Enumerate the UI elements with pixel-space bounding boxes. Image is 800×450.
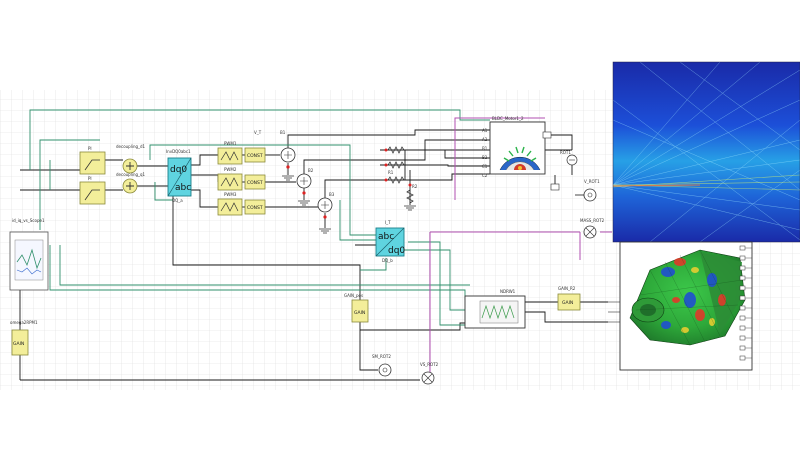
gain-pos-text: GAIN bbox=[354, 310, 365, 316]
voltage-source-3[interactable]: B3 bbox=[317, 192, 335, 219]
inv-park-bottom: abc bbox=[175, 183, 191, 193]
const1-text: CONST bbox=[247, 153, 263, 159]
vs-rot2-label: VS_ROT2 bbox=[420, 362, 439, 367]
resistor-icons[interactable] bbox=[387, 146, 414, 204]
park-top: abc bbox=[378, 232, 394, 242]
fea-port-lines bbox=[608, 301, 620, 323]
decoupling-d-label: decoupling_d1 bbox=[116, 144, 146, 149]
rot1-label: ROT1 bbox=[560, 150, 571, 155]
pwm-block-1[interactable]: PWM1 bbox=[217, 141, 243, 165]
mass-rot2-label: MASS_ROT2 bbox=[580, 218, 605, 223]
b1-label: B1 bbox=[280, 130, 286, 135]
park-sub: DQ_b bbox=[382, 258, 393, 263]
pin-c2: C2 bbox=[482, 173, 488, 178]
omega-label: omega2RPM1 bbox=[10, 320, 38, 325]
const2-text: CONST bbox=[247, 180, 263, 186]
inv-park-transform[interactable]: dq0 abc InvDQ0abc1 DQ_a bbox=[166, 149, 192, 203]
idiq-scope[interactable]: id_iq_vs_Scope1 bbox=[9, 218, 49, 291]
fea-mesh-image[interactable] bbox=[619, 241, 753, 371]
pwm1-label: PWM1 bbox=[224, 141, 237, 146]
node-markers bbox=[384, 148, 412, 187]
pi-controller-q[interactable]: PI bbox=[79, 176, 106, 205]
inv-park-sub: DQ_a bbox=[172, 198, 183, 203]
gain-block-left[interactable]: GAIN omega2RPM1 bbox=[10, 320, 38, 356]
r2-label: R2 bbox=[412, 184, 418, 189]
const-block-2[interactable]: CONST bbox=[244, 174, 266, 190]
pi-q-label: PI bbox=[88, 176, 92, 181]
sm-rot2[interactable]: SM_ROT2 bbox=[372, 354, 392, 377]
sm-rot2-label: SM_ROT2 bbox=[372, 354, 391, 359]
pi-controller-d[interactable]: PI bbox=[79, 146, 106, 175]
pin-b1: B1 bbox=[482, 146, 488, 151]
decoupling-q-label: decoupling_q1 bbox=[116, 172, 146, 177]
mechanical-wires bbox=[429, 117, 612, 378]
mass-rot2[interactable]: MASS_ROT2 bbox=[580, 218, 605, 239]
vs-rot2[interactable]: VS_ROT2 bbox=[420, 362, 439, 385]
gain-block-r2[interactable]: GAIN GAIN_R2 bbox=[557, 286, 581, 311]
signal-wires bbox=[19, 129, 608, 381]
v-rot1-source[interactable]: V_ROT1 bbox=[575, 179, 600, 202]
bldc-motor[interactable]: BLDC_Motor1_2 A1 A2 B1 B2 C1 C2 bbox=[482, 116, 546, 178]
vt-label: V_T bbox=[254, 130, 262, 135]
voltage-source-1[interactable]: B1 bbox=[280, 130, 296, 169]
pin-a1: A1 bbox=[482, 128, 488, 133]
sum-junction-d[interactable]: decoupling_d1 bbox=[116, 144, 146, 174]
pi-d-label: PI bbox=[88, 146, 92, 151]
idiq-scope-label: id_iq_vs_Scope1 bbox=[12, 218, 45, 223]
const-block-3[interactable]: CONST bbox=[244, 199, 266, 215]
voltage-source-2[interactable]: B2 bbox=[296, 168, 314, 195]
pwm-block-2[interactable]: PWM2 bbox=[217, 167, 243, 191]
pin-c1: C1 bbox=[482, 164, 488, 169]
feedback-wires bbox=[29, 109, 490, 326]
park-name: I_T bbox=[385, 220, 391, 225]
const3-text: CONST bbox=[247, 205, 263, 211]
b2-label: B2 bbox=[308, 168, 314, 173]
gain-r2-text: GAIN bbox=[562, 300, 573, 306]
pwm-block-3[interactable]: PWM3 bbox=[217, 192, 243, 216]
park-bottom: dq0 bbox=[388, 246, 405, 256]
pin-a2: A2 bbox=[482, 137, 488, 142]
gain-block-pos[interactable]: GAIN GAIN_pos bbox=[344, 293, 369, 323]
inv-park-name: InvDQ0abc1 bbox=[166, 149, 191, 154]
ndrw-block[interactable]: NDRW1 bbox=[464, 289, 526, 329]
park-transform[interactable]: abc dq0 I_T DQ_b bbox=[375, 220, 405, 263]
ground-icons bbox=[282, 175, 416, 234]
pwm2-label: PWM2 bbox=[224, 167, 237, 172]
motor-name: BLDC_Motor1_2 bbox=[492, 116, 524, 121]
rotational-sensor[interactable]: ROT1 bbox=[542, 131, 578, 191]
gain-pos-label: GAIN_pos bbox=[344, 293, 363, 298]
pin-b2: B2 bbox=[482, 155, 488, 160]
inv-park-top: dq0 bbox=[170, 165, 187, 175]
gain-r2-label: GAIN_R2 bbox=[558, 286, 576, 291]
spectrogram-image bbox=[612, 61, 800, 243]
ndrw-label: NDRW1 bbox=[500, 289, 516, 294]
const-block-1[interactable]: CONST bbox=[244, 147, 266, 163]
v-rot1-label: V_ROT1 bbox=[584, 179, 600, 184]
sum-junction-q[interactable]: decoupling_q1 bbox=[116, 172, 146, 194]
b3-label: B3 bbox=[329, 192, 335, 197]
gain-left-text: GAIN bbox=[13, 341, 24, 347]
pwm3-label: PWM3 bbox=[224, 192, 237, 197]
r1-label: R1 bbox=[388, 170, 394, 175]
